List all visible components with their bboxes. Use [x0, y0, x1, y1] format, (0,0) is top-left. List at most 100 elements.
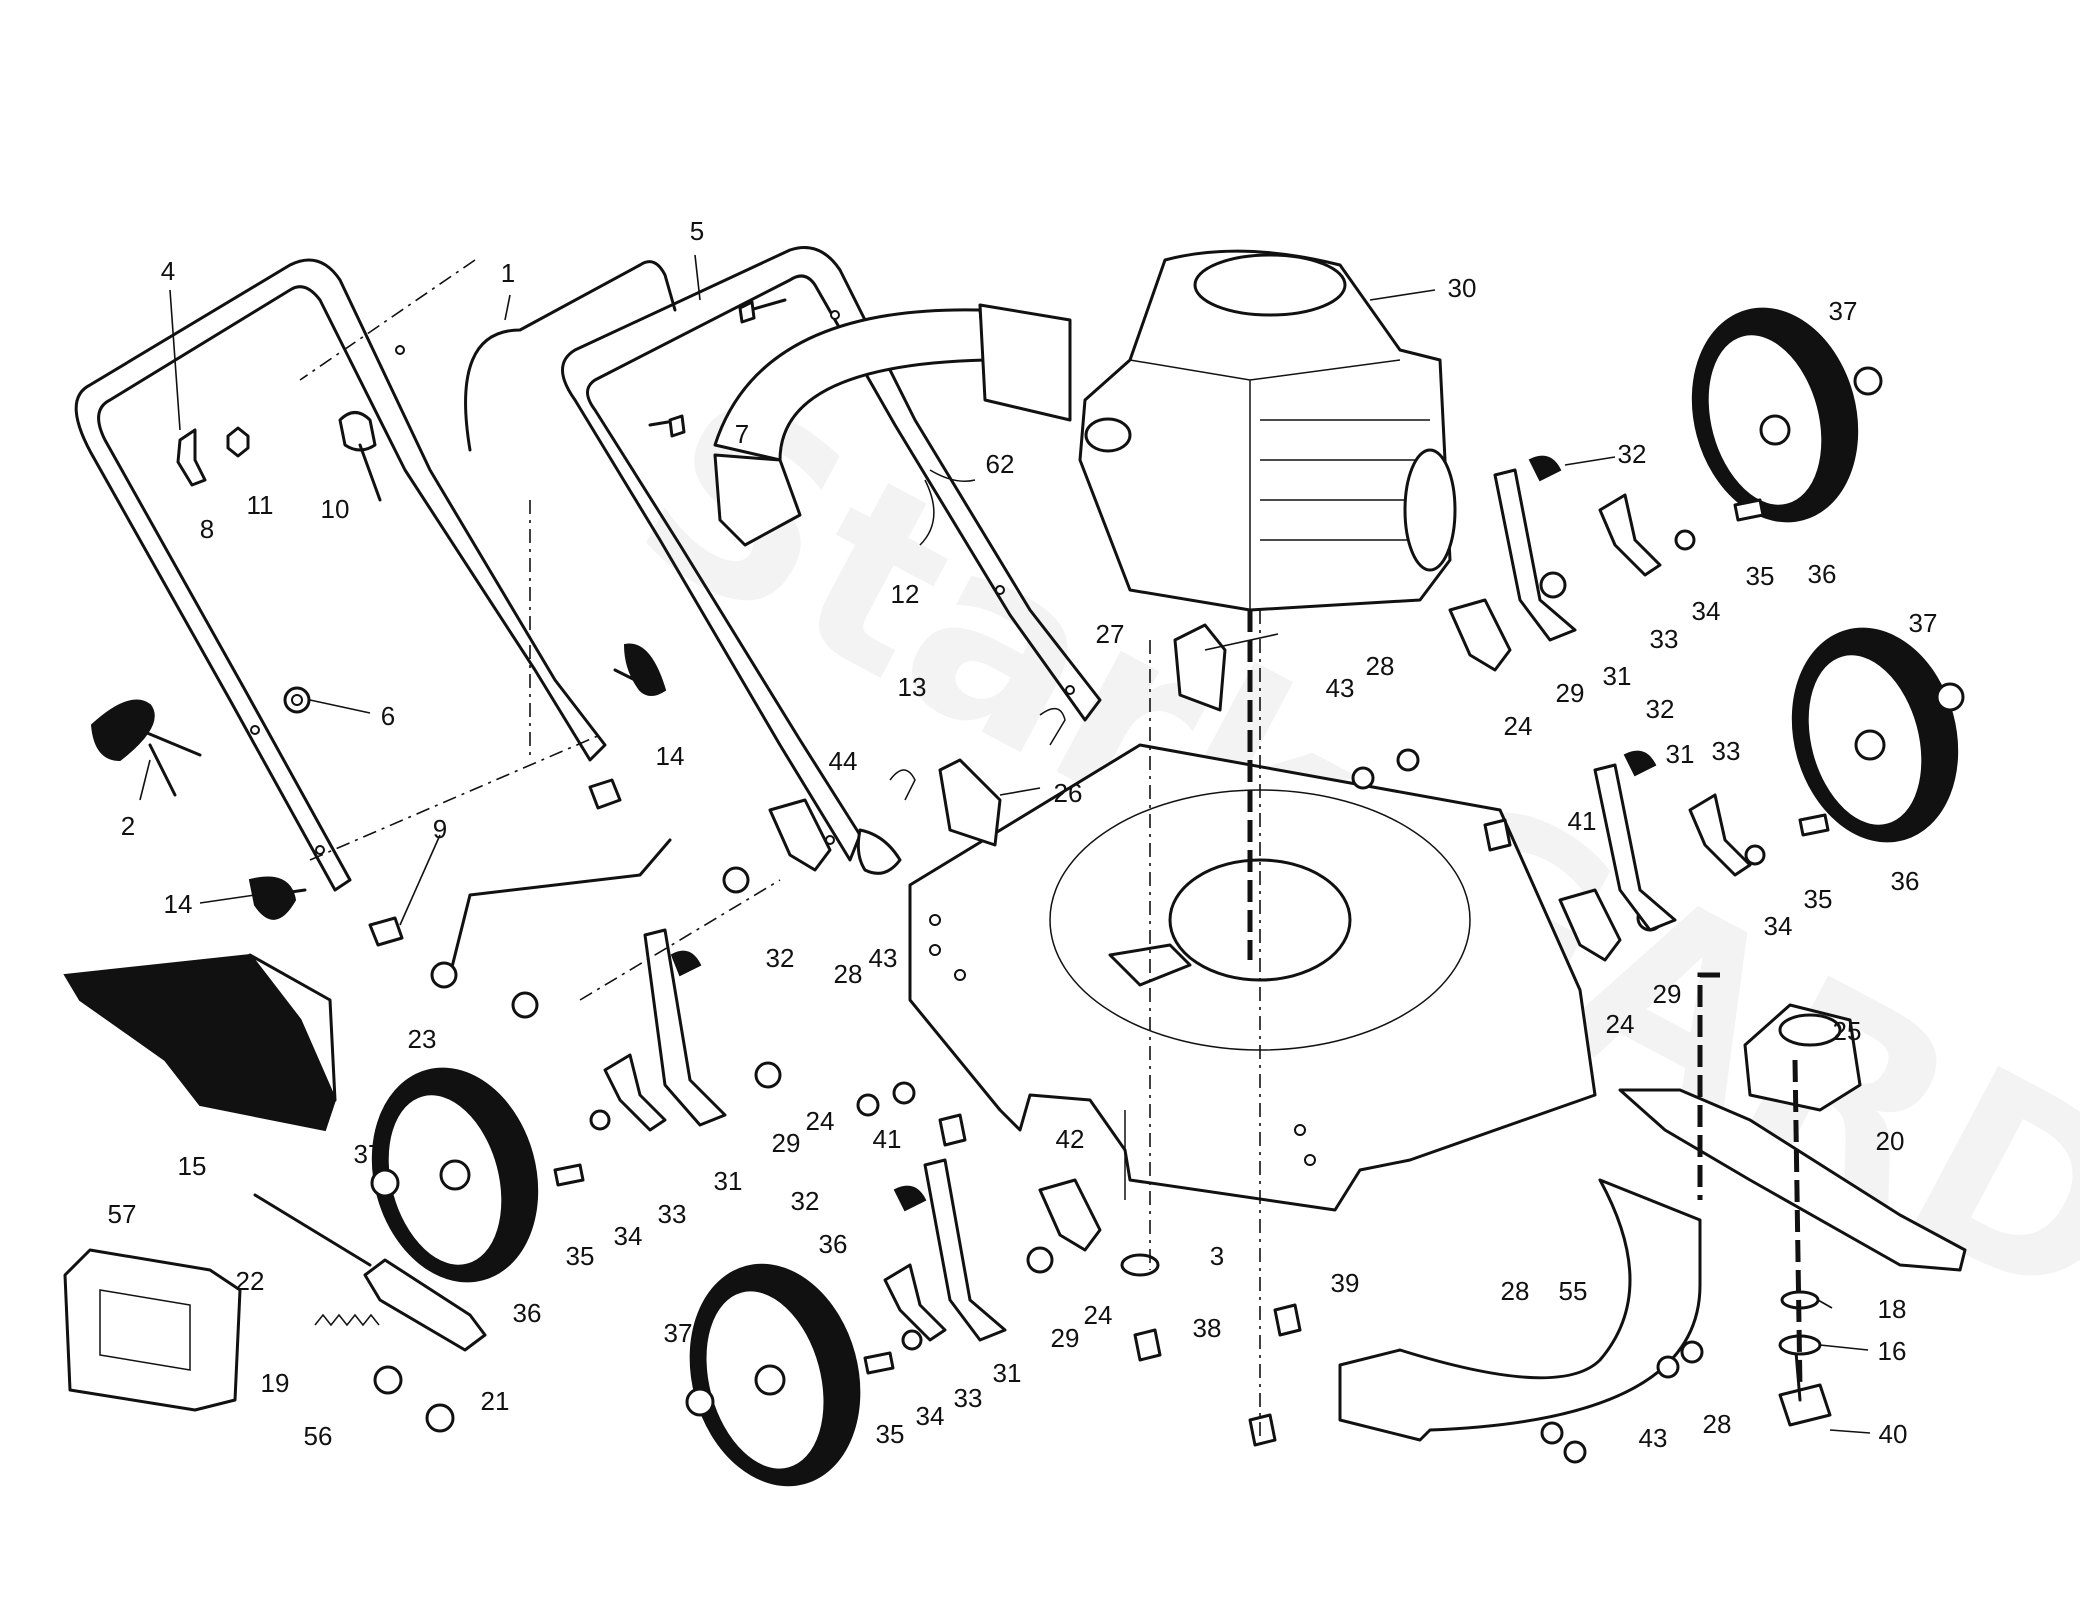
leader-lines: [139, 254, 1871, 1434]
label-6: 6: [381, 701, 395, 731]
label-28-a: 28: [1366, 651, 1395, 681]
label-13: 13: [898, 672, 927, 702]
label-14-a: 14: [656, 741, 685, 771]
rear-flap-62: [713, 303, 1072, 547]
hair-pin-13: [889, 707, 1066, 801]
label-37-c: 37: [1909, 608, 1938, 638]
label-31-b: 31: [714, 1166, 743, 1196]
label-31-a: 31: [1603, 661, 1632, 691]
label-43-a: 43: [1326, 673, 1355, 703]
label-24-d: 24: [1084, 1300, 1113, 1330]
label-62: 62: [986, 449, 1015, 479]
label-32-a: 32: [1618, 439, 1647, 469]
label-41-a: 41: [1568, 806, 1597, 836]
label-57: 57: [108, 1199, 137, 1229]
label-5: 5: [690, 216, 704, 246]
label-36-d: 36: [819, 1229, 848, 1259]
adjuster-set-left-front: [863, 1158, 1102, 1375]
label-37-d: 37: [664, 1318, 693, 1348]
label-15: 15: [178, 1151, 207, 1181]
label-44: 44: [829, 746, 858, 776]
blade-adapter-25: [1743, 1003, 1862, 1112]
label-9: 9: [433, 814, 447, 844]
label-19: 19: [261, 1368, 290, 1398]
label-33-d: 33: [954, 1383, 983, 1413]
baffle-55: [1338, 1178, 1702, 1442]
label-33-b: 33: [658, 1199, 687, 1229]
label-32-b: 32: [766, 943, 795, 973]
label-34-a: 34: [1692, 596, 1721, 626]
assembly-lines: [299, 259, 1803, 1440]
label-32-c: 32: [1646, 694, 1675, 724]
engine-30: [1078, 249, 1457, 612]
label-35-d: 35: [876, 1419, 905, 1449]
handle-knob-14-upper: [613, 643, 667, 696]
nut-6: [283, 686, 311, 714]
wheel-36-rear-right: [1691, 307, 1859, 523]
label-37-a: 37: [1829, 296, 1858, 326]
label-18: 18: [1878, 1294, 1907, 1324]
adjuster-set-right-rear: [1448, 455, 1765, 672]
blade-bolt-40: [1778, 1290, 1832, 1427]
label-21: 21: [481, 1386, 510, 1416]
label-27: 27: [1096, 619, 1125, 649]
part-labels: 1 2 3 4 5 6 7 8 9 10 11 12 13 14 14 15 1…: [108, 216, 1938, 1453]
bolts-41: [938, 818, 1512, 1147]
nuts-56: [373, 1365, 455, 1433]
label-26: 26: [1054, 778, 1083, 808]
label-30: 30: [1448, 273, 1477, 303]
wheel-nuts-37: [370, 366, 1965, 1417]
grass-chute-15: [63, 953, 337, 1132]
label-40: 40: [1879, 1419, 1908, 1449]
bracket-27: [1173, 623, 1227, 712]
cable-clip-10: [338, 411, 382, 502]
label-4: 4: [161, 256, 175, 286]
label-29-b: 29: [772, 1128, 801, 1158]
bolts-38: [1133, 1303, 1302, 1447]
washers-28-43: [856, 748, 1704, 1464]
label-20: 20: [1876, 1126, 1905, 1156]
screw-11: [226, 426, 250, 458]
cable-tie-12: [919, 469, 976, 546]
label-55: 55: [1559, 1276, 1588, 1306]
label-2: 2: [121, 811, 135, 841]
label-38: 38: [1193, 1313, 1222, 1343]
label-33-a: 33: [1650, 624, 1679, 654]
label-32-d: 32: [791, 1186, 820, 1216]
label-22: 22: [236, 1266, 265, 1296]
label-29-c: 29: [1653, 979, 1682, 1009]
label-43-c: 43: [1639, 1423, 1668, 1453]
label-42: 42: [1056, 1124, 1085, 1154]
label-28-b: 28: [834, 959, 863, 989]
label-7: 7: [735, 419, 749, 449]
height-adjust-rod-9: [368, 778, 672, 977]
label-14-b: 14: [164, 889, 193, 919]
label-28-c: 28: [1501, 1276, 1530, 1306]
bushing-3: [1120, 1253, 1160, 1277]
label-34-c: 34: [1764, 911, 1793, 941]
height-bracket-21: [363, 1258, 487, 1352]
cable-guide-44: [856, 828, 902, 875]
label-31-d: 31: [993, 1358, 1022, 1388]
lower-handle-4: [74, 258, 607, 892]
axle-22: [253, 1193, 372, 1267]
label-29-a: 29: [1556, 678, 1585, 708]
label-36-c: 36: [1891, 866, 1920, 896]
bracket-26: [938, 758, 1002, 847]
label-41-b: 41: [873, 1124, 902, 1154]
label-35-a: 35: [1746, 561, 1775, 591]
wheel-36-front-right: [1791, 627, 1959, 843]
label-35-b: 35: [566, 1241, 595, 1271]
label-34-d: 34: [916, 1401, 945, 1431]
handle-knob-14-lower: [248, 876, 307, 920]
label-8: 8: [200, 514, 214, 544]
nuts-23: [430, 866, 750, 1019]
label-3: 3: [1210, 1241, 1224, 1271]
label-34-b: 34: [614, 1221, 643, 1251]
label-43-b: 43: [869, 943, 898, 973]
label-28-d: 28: [1703, 1409, 1732, 1439]
bolts-7: [648, 298, 787, 438]
wheel-36-front-left: [689, 1263, 861, 1487]
label-24-b: 24: [806, 1106, 835, 1136]
label-23: 23: [408, 1024, 437, 1054]
